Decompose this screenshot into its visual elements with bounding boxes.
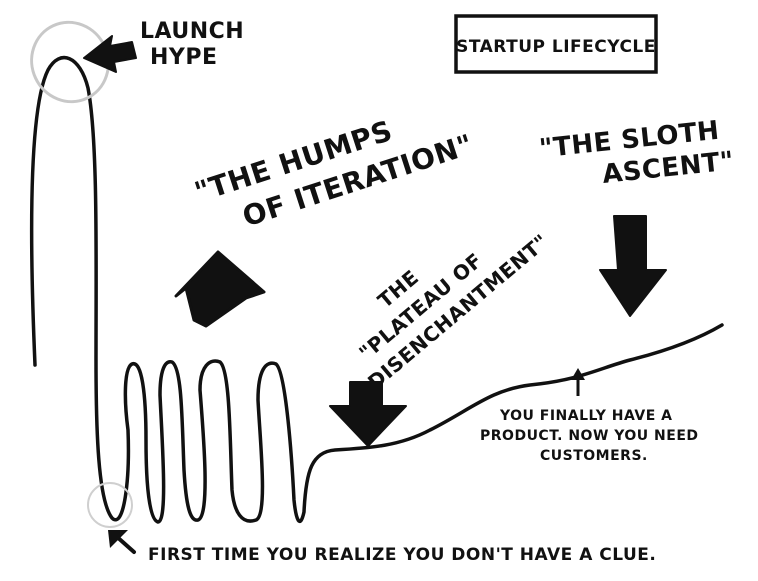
title-box [454,14,658,74]
clue-label: FIRST TIME YOU REALIZE YOU DON'T HAVE A … [148,545,656,565]
arrow-icon [329,381,407,447]
product-label-3: CUSTOMERS. [540,448,648,464]
lifecycle-curve [29,56,724,524]
arrow-icon [174,250,266,328]
product-label-2: PRODUCT. NOW YOU NEED [480,428,699,444]
product-label-1: YOU FINALLY HAVE A [499,408,673,424]
title-text: STARTUP LIFECYCLE [456,37,656,57]
clue-highlight [87,482,133,528]
launch-hype-label-2: HYPE [150,45,218,70]
arrow-icon [83,35,137,73]
arrow-icon [599,215,667,317]
plateau-label-3: DISENCHANTMENT" [363,229,553,394]
arrow-icon [108,530,136,554]
launch-hype-label-1: LAUNCH [140,19,244,44]
arrow-icon [571,368,585,396]
